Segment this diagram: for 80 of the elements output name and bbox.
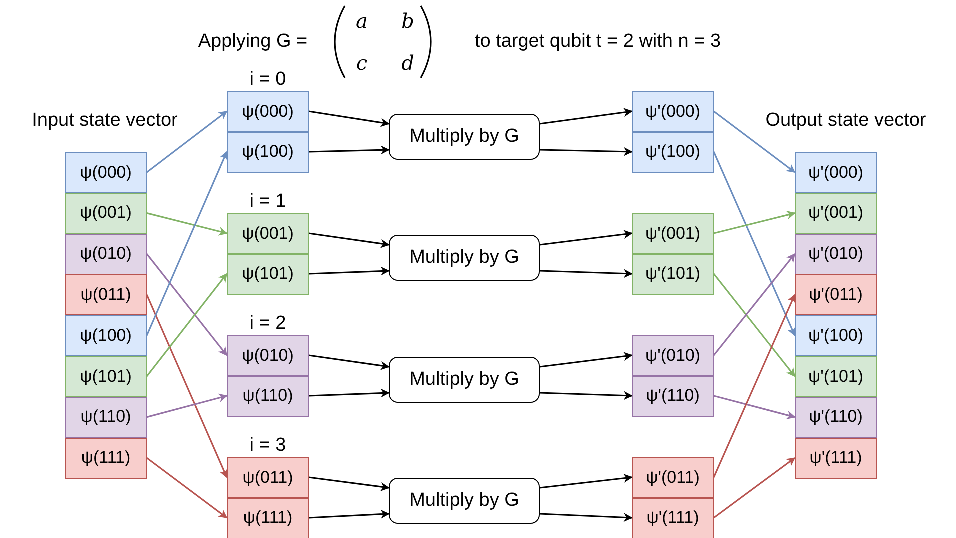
arrow — [540, 474, 633, 489]
arrow — [540, 513, 633, 522]
arrow — [146, 294, 228, 478]
title: to target qubit t = 2 with n = 3 — [474, 31, 722, 53]
arrow — [308, 476, 390, 492]
state-cell: ψ(011) — [65, 274, 147, 316]
state-cell: ψ(000) — [65, 152, 147, 193]
arrow — [540, 269, 633, 278]
state-cell: ψ(100) — [227, 132, 309, 172]
matrix-entry: b — [402, 9, 414, 33]
state-cell: ψ(011) — [227, 457, 309, 498]
arrow — [308, 146, 390, 155]
state-cell: ψ(101) — [227, 254, 309, 294]
state-cell: ψ'(011) — [795, 274, 877, 316]
arrow — [146, 394, 228, 418]
arrow — [308, 354, 390, 370]
arrow — [714, 110, 796, 174]
state-cell: ψ(111) — [65, 438, 147, 479]
arrow — [308, 232, 390, 248]
arrow — [308, 388, 390, 398]
matrix-entry: a — [356, 9, 368, 33]
group-label: i = 3 — [250, 435, 286, 457]
arrow — [713, 274, 796, 378]
arrow — [713, 152, 796, 337]
state-cell: ψ(110) — [65, 396, 147, 438]
arrow — [146, 212, 228, 236]
state-cell: ψ'(101) — [795, 356, 877, 397]
state-cell: ψ'(000) — [632, 91, 714, 132]
arrow — [146, 457, 228, 519]
title: Applying G = — [198, 31, 308, 53]
arrow — [540, 391, 633, 400]
process-box: Multiply by G — [389, 357, 540, 403]
state-cell: ψ'(010) — [795, 234, 877, 275]
matrix-entry: c — [356, 51, 368, 75]
process-box: Multiply by G — [389, 478, 540, 524]
arrow — [540, 230, 633, 246]
arrow — [713, 294, 796, 478]
arrow — [540, 108, 633, 125]
matrix-entry: d — [402, 51, 414, 75]
state-cell: ψ(001) — [65, 192, 147, 234]
state-cell: ψ'(010) — [632, 335, 714, 376]
state-cell: ψ'(111) — [795, 438, 877, 479]
state-cell: ψ(010) — [227, 335, 309, 376]
column-heading: Input state vector — [32, 110, 178, 132]
group-label: i = 0 — [250, 69, 286, 91]
arrow — [714, 457, 796, 519]
arrow — [540, 147, 633, 156]
state-cell: ψ'(100) — [795, 315, 877, 356]
state-cell: ψ(010) — [65, 234, 147, 275]
arrow — [714, 395, 796, 420]
state-cell: ψ'(110) — [632, 376, 714, 416]
arrow — [540, 352, 633, 368]
state-cell: ψ(111) — [227, 498, 309, 538]
state-cell: ψ(001) — [227, 213, 309, 254]
arrow — [308, 510, 390, 519]
state-cell: ψ'(110) — [795, 396, 877, 438]
arrow — [714, 210, 796, 234]
arrow — [308, 266, 390, 276]
process-box: Multiply by G — [389, 114, 540, 160]
state-cell: ψ'(001) — [632, 213, 714, 254]
group-label: i = 2 — [250, 313, 286, 335]
state-cell: ψ'(100) — [632, 132, 714, 172]
state-cell: ψ(000) — [227, 91, 309, 132]
state-cell: ψ'(000) — [795, 152, 877, 193]
state-cell: ψ(100) — [65, 315, 147, 356]
arrow — [308, 110, 390, 128]
group-label: i = 1 — [250, 191, 286, 213]
arrow — [146, 110, 228, 174]
arrow — [146, 273, 228, 377]
process-box: Multiply by G — [389, 235, 540, 281]
state-cell: ψ'(001) — [795, 192, 877, 234]
arrow — [146, 151, 228, 336]
state-cell: ψ'(111) — [632, 498, 714, 538]
state-cell: ψ'(101) — [632, 254, 714, 294]
arrow — [146, 254, 228, 356]
state-cell: ψ(101) — [65, 356, 147, 397]
state-cell: ψ'(011) — [632, 457, 714, 498]
state-cell: ψ(110) — [227, 376, 309, 416]
arrow — [713, 253, 796, 356]
column-heading: Output state vector — [766, 110, 926, 132]
